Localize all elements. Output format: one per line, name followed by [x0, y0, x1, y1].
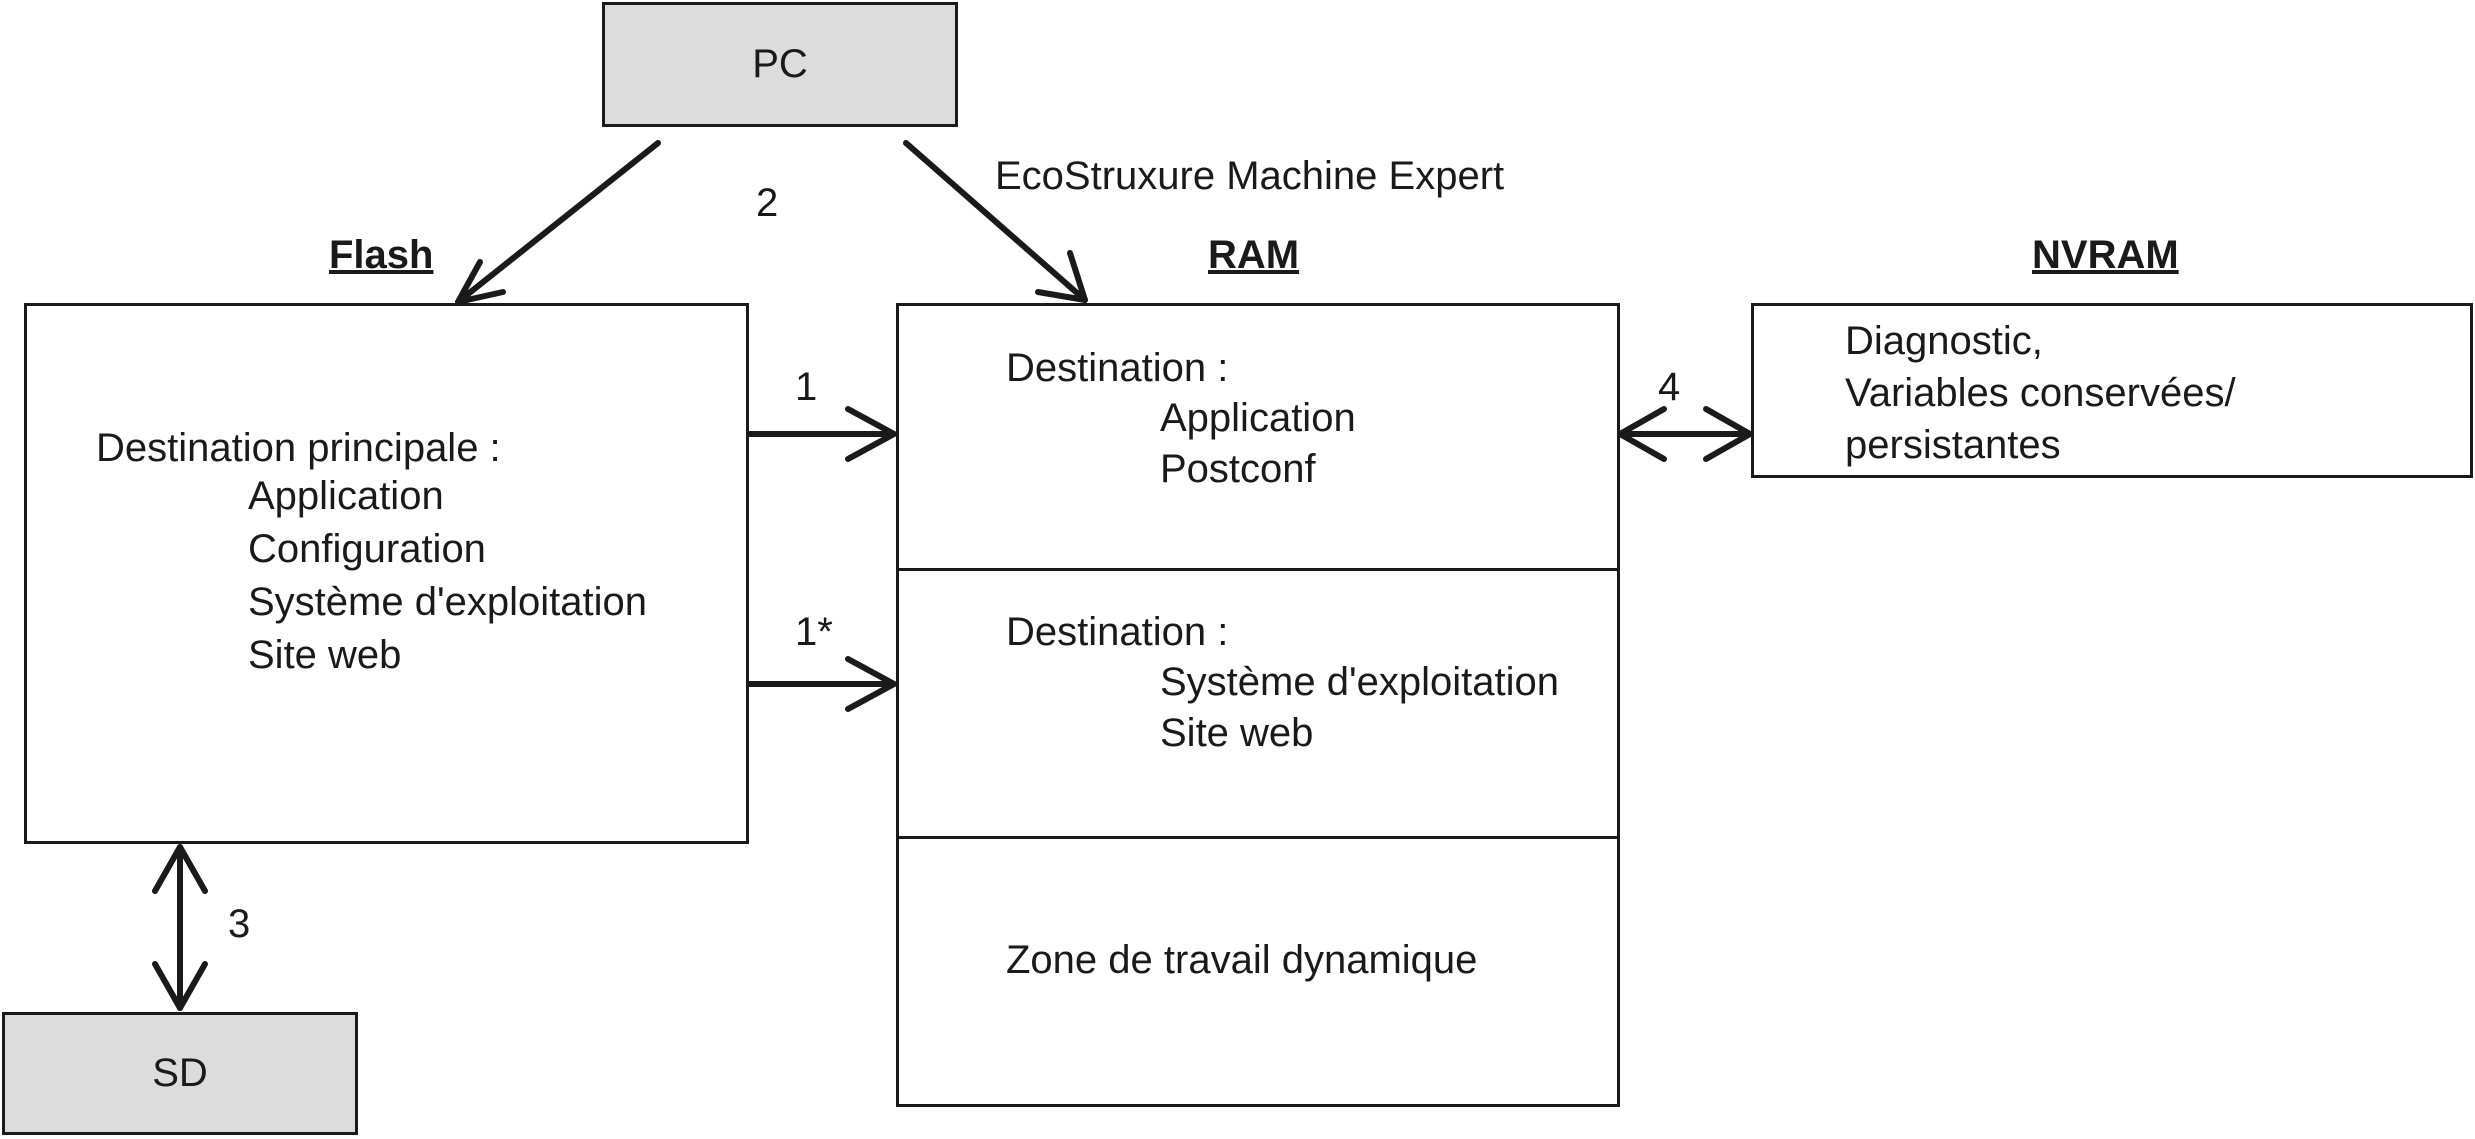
arrowhead-pc-to-flash [455, 259, 506, 305]
ram-divider-2 [896, 836, 1620, 839]
arrowhead-ram-side [1617, 406, 1667, 462]
ram-section3-title: Zone de travail dynamique [1006, 938, 1478, 982]
arrowhead-pc-to-ram [1035, 250, 1088, 303]
nvram-box [1751, 303, 2473, 478]
ram-box [896, 303, 1620, 1107]
nvram-line-3: persistantes [1845, 423, 2061, 467]
ram-section2-website: Site web [1160, 711, 1314, 755]
arrow-label-1star: 1* [795, 610, 833, 654]
software-label: EcoStruxure Machine Expert [995, 154, 1505, 198]
arrowhead-flash-side [152, 844, 208, 894]
flash-item-os: Système d'exploitation [248, 580, 647, 624]
arrow-pc-to-flash [455, 140, 661, 305]
ram-section1-postconf: Postconf [1160, 447, 1316, 491]
flash-item-website: Site web [248, 633, 402, 677]
ram-section2-os: Système d'exploitation [1160, 660, 1559, 704]
arrow-label-2: 2 [756, 181, 779, 225]
arrowhead-flash-to-ram-1star [845, 656, 897, 712]
ram-section1-application: Application [1160, 396, 1356, 440]
arrowhead-flash-to-ram-1 [845, 406, 897, 462]
flash-item-application: Application [248, 474, 444, 518]
flash-item-configuration: Configuration [248, 527, 486, 571]
ram-heading: RAM [1208, 233, 1300, 277]
sd-label: SD [152, 1051, 208, 1095]
pc-label: PC [752, 42, 808, 86]
sd-node: SD [2, 1012, 358, 1135]
arrow-pc-to-ram [903, 140, 1088, 303]
ram-divider-1 [896, 568, 1620, 571]
flash-box-title: Destination principale : [96, 426, 501, 470]
ram-section2-title: Destination : [1006, 610, 1229, 654]
flash-box [24, 303, 749, 844]
ram-section1-title: Destination : [1006, 346, 1229, 390]
arrowhead-sd-side [152, 961, 208, 1011]
pc-node: PC [602, 2, 958, 127]
arrow-label-1: 1 [795, 365, 818, 409]
arrow-label-4: 4 [1658, 365, 1681, 409]
nvram-heading: NVRAM [2032, 233, 2179, 277]
flash-heading: Flash [329, 233, 434, 277]
nvram-line-1: Diagnostic, [1845, 319, 2043, 363]
nvram-line-2: Variables conservées/ [1845, 371, 2236, 415]
arrow-label-3: 3 [228, 902, 251, 946]
arrowhead-nvram-side [1703, 406, 1753, 462]
